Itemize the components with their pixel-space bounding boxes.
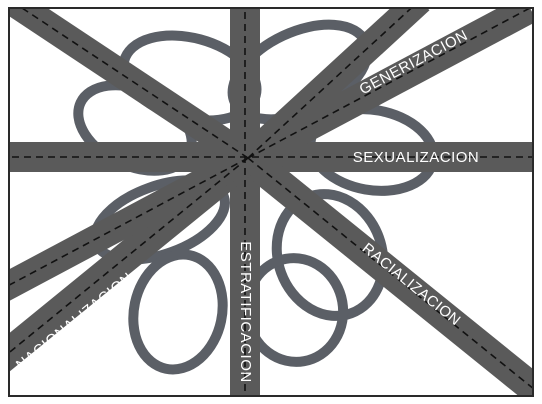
road-label-estratificacion: ESTRATIFICACION <box>237 241 254 382</box>
road-label-sexualizacion: SEXUALIZACION <box>353 149 480 166</box>
